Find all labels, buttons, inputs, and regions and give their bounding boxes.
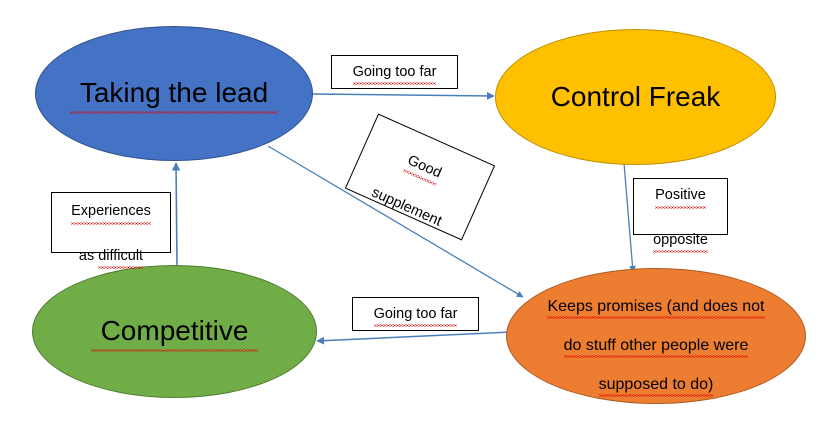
node-label-competitive: Competitive bbox=[90, 314, 259, 353]
edge-label-line-2: opposite bbox=[653, 229, 708, 254]
edge-lead-to-freak bbox=[312, 92, 495, 100]
edge-competitive-to-lead bbox=[171, 162, 181, 266]
node-label-taking-the-lead: Taking the lead bbox=[69, 76, 279, 115]
edge-promises-to-competitive bbox=[316, 331, 513, 345]
edge-label-line-2: as difficult bbox=[79, 245, 143, 270]
node-label-keeps-promises: Keeps promises (and does not do stuff ot… bbox=[537, 277, 774, 397]
edge-label-line-2-word: difficult bbox=[98, 245, 143, 270]
node-label-control-freak: Control Freak bbox=[550, 80, 721, 112]
edge-label-experiences-as-difficult[interactable]: Experiences as difficult bbox=[51, 192, 171, 270]
node-label-line-1: Keeps promises (and does not bbox=[547, 297, 765, 319]
edge-lead-to-promises bbox=[267, 145, 524, 298]
edge-label-line-1: Good bbox=[404, 149, 446, 184]
edge-label-text: Positive opposite bbox=[653, 162, 708, 254]
node-control-freak[interactable]: Control Freak bbox=[495, 29, 776, 165]
edge-label-line-1: Experiences bbox=[71, 200, 151, 226]
edge-label-going-too-far-bottom[interactable]: Going too far bbox=[352, 297, 479, 331]
edge-label-line-1: Positive bbox=[655, 184, 706, 210]
edge-label-text: Going too far bbox=[373, 303, 457, 328]
node-competitive[interactable]: Competitive bbox=[32, 265, 317, 398]
edge-label-text: Experiences as difficult bbox=[71, 178, 151, 270]
node-label-line-3: supposed to do) bbox=[598, 376, 714, 397]
edge-label-positive-opposite[interactable]: Positive opposite bbox=[633, 178, 728, 254]
edge-freak-to-promises bbox=[623, 162, 636, 273]
node-keeps-promises[interactable]: Keeps promises (and does not do stuff ot… bbox=[506, 268, 806, 404]
node-label-line-2: do stuff other people were bbox=[563, 337, 749, 358]
node-taking-the-lead[interactable]: Taking the lead bbox=[35, 26, 313, 161]
edge-label-text: Going too far bbox=[352, 61, 436, 86]
edge-label-going-too-far-top[interactable]: Going too far bbox=[331, 55, 458, 89]
